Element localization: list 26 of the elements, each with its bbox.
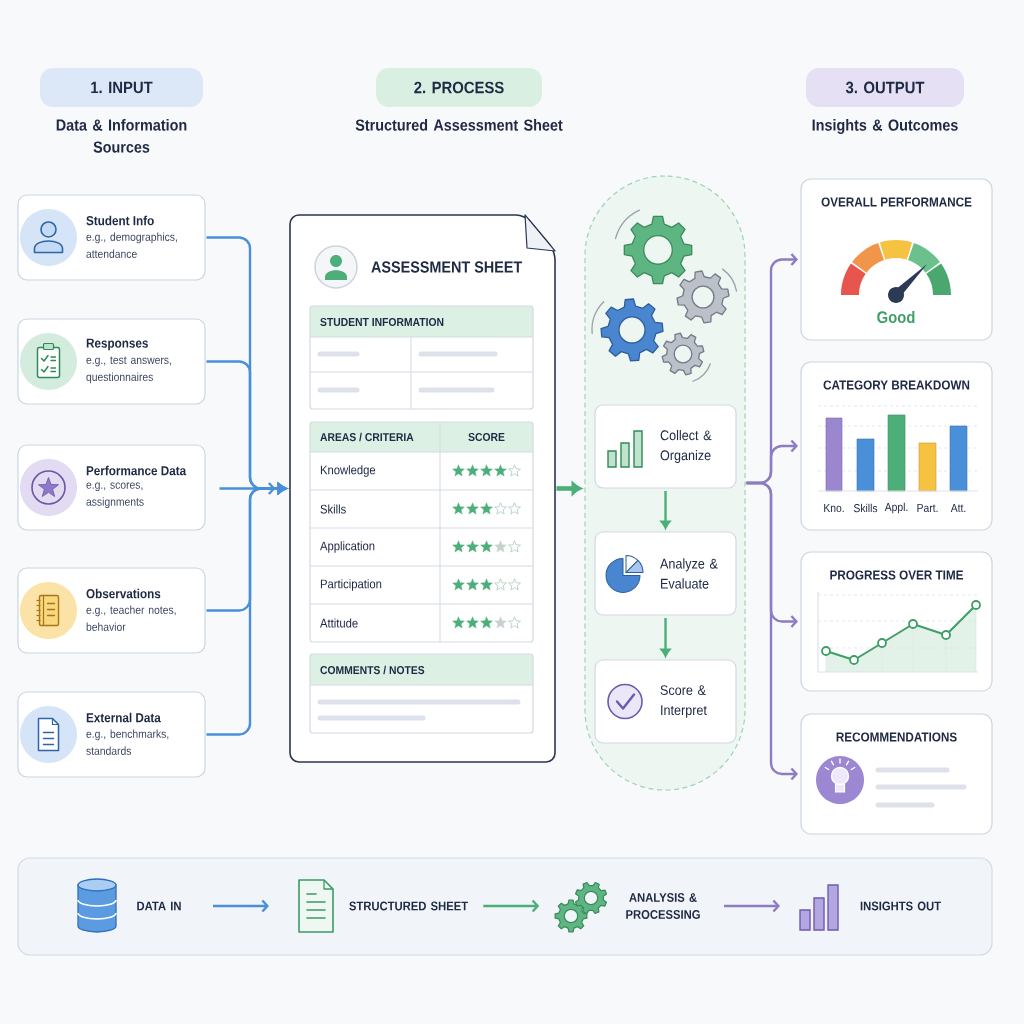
summary-band	[17, 857, 993, 956]
info-table: STUDENT INFORMATION	[309, 305, 534, 410]
arrow	[483, 899, 540, 913]
section-pill: 3. OUTPUT	[806, 68, 964, 107]
flow-step: INSIGHTS OUT	[860, 901, 941, 911]
step-box: Score & Interpret	[594, 659, 737, 744]
flow-step: DATA IN	[137, 901, 181, 911]
step-box: Analyze & Evaluate	[594, 531, 737, 616]
section-pill: 2. PROCESS	[376, 68, 542, 107]
arrow	[660, 491, 671, 529]
arrow	[206, 483, 287, 736]
section-pill: 1. INPUT	[40, 68, 203, 107]
flow-step: STRUCTURED SHEET	[349, 901, 468, 911]
arrow	[660, 618, 671, 657]
arrow	[724, 899, 780, 913]
arrow	[213, 899, 269, 913]
result-card: OVERALL PERFORMANCE Good	[800, 178, 993, 341]
arrow	[219, 482, 276, 495]
section-subtitle: Structured Assessment Sheet	[355, 119, 563, 131]
flow-step: ANALYSIS & PROCESSING	[626, 893, 700, 919]
section-subtitle: Insights & Outcomes	[812, 119, 958, 134]
step-box: Collect & Organize	[594, 404, 737, 489]
score-table: AREAS / CRITERIA SCORE Knowledge Skills Application Participation Attitude	[309, 421, 534, 643]
section-subtitle: Data & Information Sources	[56, 119, 187, 153]
arrow	[556, 481, 582, 496]
arrow	[746, 481, 798, 781]
